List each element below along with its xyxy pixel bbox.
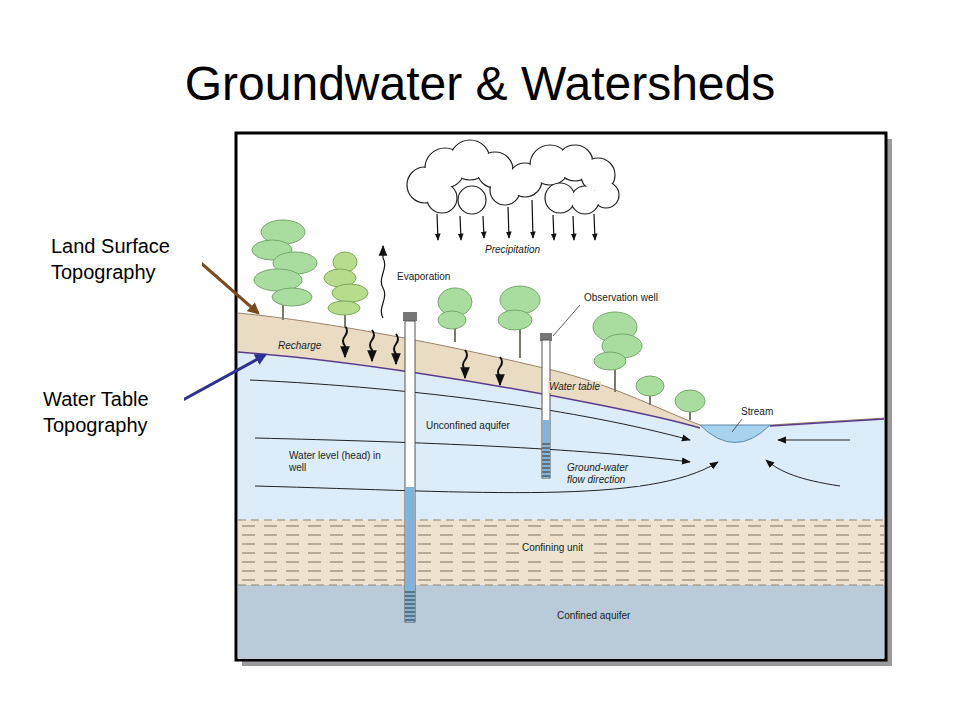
tree-crown [500,286,540,314]
well-screen [405,592,415,620]
tree-crown [594,352,626,370]
callout-label: Land Surface Topography [50,233,202,285]
diagram-label: Ground-water flow direction [566,462,640,486]
diagram-label: Recharge [277,340,322,352]
well-screen [542,444,550,476]
well-casing [542,340,550,478]
land-surface-line [238,313,884,425]
recharge-arrow [370,330,374,361]
flow-line [250,380,690,440]
tree-crown [272,288,312,306]
sky [238,135,884,443]
confining-unit-fill [238,520,884,585]
rain-arrow [508,207,509,238]
rain-arrow [460,216,461,240]
leader-line [553,305,580,336]
tree-crown [636,376,664,396]
tree-crown [438,311,466,329]
recharge-arrow [498,357,502,385]
diagram-label: Observation well [583,292,659,304]
aquifer-band: Confining unit [238,520,886,585]
rain-arrow [573,216,574,240]
cloud-fill [408,141,618,213]
rain-arrow [483,216,484,238]
well-water [543,420,549,478]
rain-arrows [437,200,595,240]
slide-title: Groundwater & Watersheds [0,56,960,112]
diagram-label: Water table [548,381,601,393]
band-label: Confined aquifer [555,610,632,622]
diagram-label: Evaporation [396,271,451,283]
callout-label: Water Table Topography [42,386,184,438]
recharge-arrow [394,334,398,364]
confined-aquifer-fill [238,585,884,659]
well-cap [403,312,417,321]
tree-crown [332,284,368,302]
diagram-label: Stream [740,406,774,418]
band-label: Confining unit [520,542,585,554]
cloud-outline [407,140,619,214]
figure-frame [236,133,886,660]
recharge-arrow [343,326,347,357]
rain-arrow [532,200,533,238]
diagram-label: Water level (head) in well [288,450,382,474]
rain-arrow [553,215,554,240]
well-casing [405,321,415,622]
confining-bottom [238,585,884,586]
evaporation-arrow [381,246,384,318]
tree-crown [498,310,532,330]
water-table-line [238,352,884,428]
clouds [407,140,619,214]
callout-arrow [181,355,265,401]
rain-arrow [437,214,438,240]
callout-arrow [193,256,258,313]
leader-line [732,419,742,432]
well-water [406,487,414,622]
aquifer-band: Confined aquifer [238,585,886,657]
band-label: Unconfined aquifer [424,420,512,432]
recharge-arrow [463,350,467,378]
confining-top [238,520,884,521]
confining-unit-dashes [238,520,884,585]
flow-line [778,440,850,441]
flow-line [766,460,840,486]
tree-crown [675,390,705,412]
trees [252,220,705,420]
cross-section [238,135,884,659]
tree-crown [328,301,360,315]
rain-arrow [594,214,595,240]
aquifer-band: Unconfined aquifer [238,410,886,520]
diagram-label: Precipitation [484,244,541,256]
